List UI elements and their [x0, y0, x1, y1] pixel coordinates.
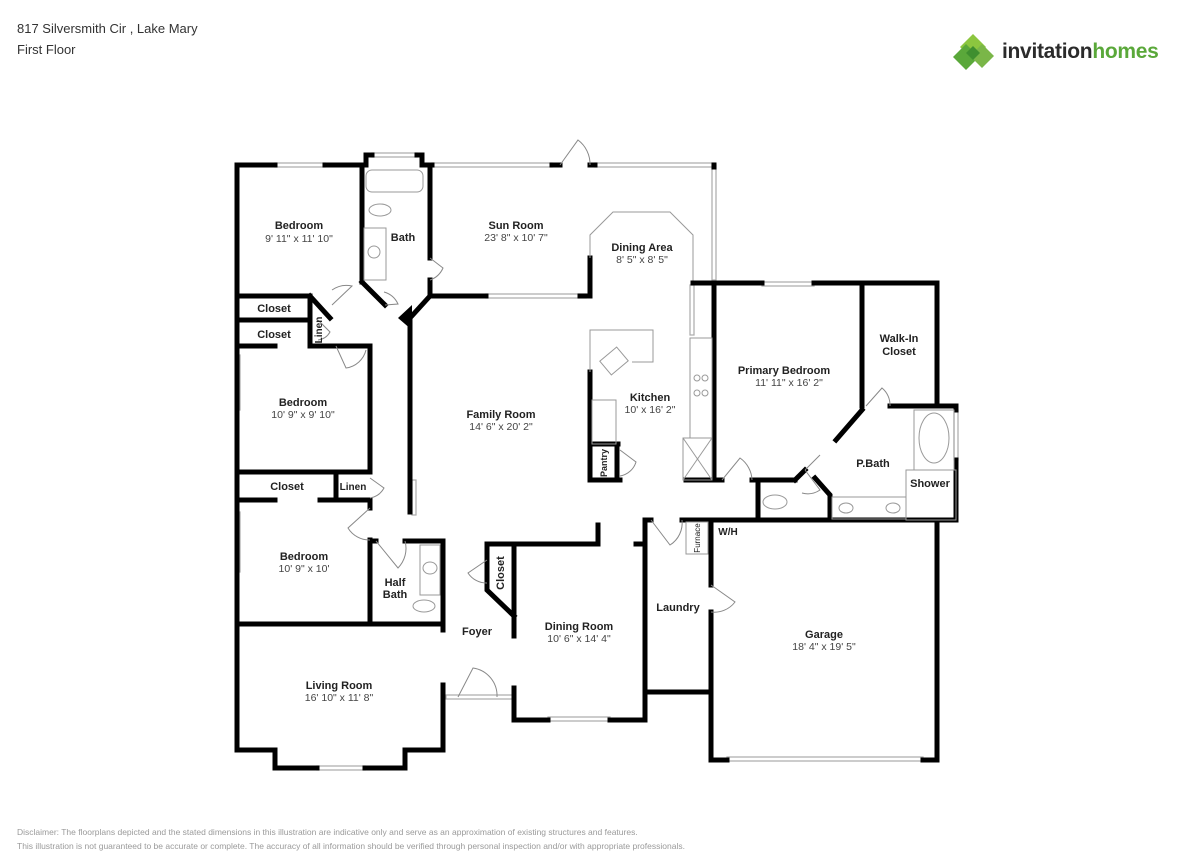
property-address: 817 Silversmith Cir , Lake Mary: [17, 21, 198, 36]
room-shower-name: Shower: [910, 478, 950, 490]
room-linen-1-name: Linen: [314, 317, 325, 344]
disclaimer-line-1: Disclaimer: The floorplans depicted and …: [17, 827, 638, 837]
room-furnace-name: Furnace: [693, 523, 702, 553]
room-kitchen-dims: 10' x 16' 2": [625, 404, 676, 416]
page-header: 817 Silversmith Cir , Lake Mary First Fl…: [17, 18, 198, 60]
room-family-room-dims: 14' 6" x 20' 2": [469, 421, 533, 433]
room-bedroom-1-dims: 9' 11" x 11' 10": [265, 233, 333, 245]
room-garage-name: Garage: [805, 629, 843, 641]
room-dining-area-name: Dining Area: [611, 242, 673, 254]
room-walk-in-closet-name-1: Walk-In: [880, 333, 919, 345]
room-family-room-name: Family Room: [466, 409, 535, 421]
room-living-room-dims: 16' 10" x 11' 8": [305, 692, 374, 704]
room-bedroom-3-dims: 10' 9" x 10': [279, 563, 330, 575]
windows: [235, 152, 959, 771]
floor-label: First Floor: [17, 42, 76, 57]
room-half-bath-name-2: Bath: [383, 589, 408, 601]
room-bath-name: Bath: [391, 232, 416, 244]
room-bedroom-2-dims: 10' 9" x 9' 10": [271, 409, 335, 421]
room-closet-3-name: Closet: [270, 481, 304, 493]
invitation-homes-logo-icon: [953, 34, 994, 70]
room-primary-bedroom-name: Primary Bedroom: [738, 365, 831, 377]
disclaimer-line-2: This illustration is not guaranteed to b…: [17, 841, 685, 851]
room-garage-dims: 18' 4" x 19' 5": [792, 641, 856, 653]
room-dining-area-dims: 8' 5" x 8' 5": [616, 254, 668, 266]
room-bedroom-3-name: Bedroom: [280, 551, 329, 563]
room-pantry-name: Pantry: [599, 449, 609, 477]
room-sun-room-name: Sun Room: [489, 220, 544, 232]
room-kitchen-name: Kitchen: [630, 392, 671, 404]
brand-logo: invitationhomes: [952, 32, 1159, 72]
room-living-room-name: Living Room: [306, 680, 373, 692]
walls: [234, 152, 959, 771]
fixtures: [363, 169, 957, 613]
room-dining-room-name: Dining Room: [545, 621, 614, 633]
room-dining-room-dims: 10' 6" x 14' 4": [547, 633, 611, 645]
room-primary-bedroom-dims: 11' 11" x 16' 2": [755, 377, 823, 389]
room-wh-name: W/H: [718, 527, 737, 538]
room-closet-1-name: Closet: [257, 303, 291, 315]
room-bedroom-2-name: Bedroom: [279, 397, 328, 409]
room-sun-room-dims: 23' 8" x 10' 7": [484, 232, 548, 244]
disclaimer: Disclaimer: The floorplans depicted and …: [17, 825, 685, 853]
room-laundry-name: Laundry: [656, 602, 700, 614]
room-bedroom-1-name: Bedroom: [275, 220, 324, 232]
room-p-bath-name: P.Bath: [856, 458, 890, 470]
room-labels: Bedroom 9' 11" x 11' 10" Bath Sun Room 2…: [257, 220, 950, 704]
room-linen-2-name: Linen: [340, 482, 367, 493]
room-foyer-closet-name: Closet: [495, 556, 507, 590]
room-walk-in-closet-name-2: Closet: [882, 346, 916, 358]
doors: [317, 139, 891, 698]
brand-wordmark: invitationhomes: [1002, 40, 1159, 63]
room-half-bath-name-1: Half: [385, 577, 406, 589]
room-foyer-name: Foyer: [462, 626, 493, 638]
room-closet-2-name: Closet: [257, 329, 291, 341]
